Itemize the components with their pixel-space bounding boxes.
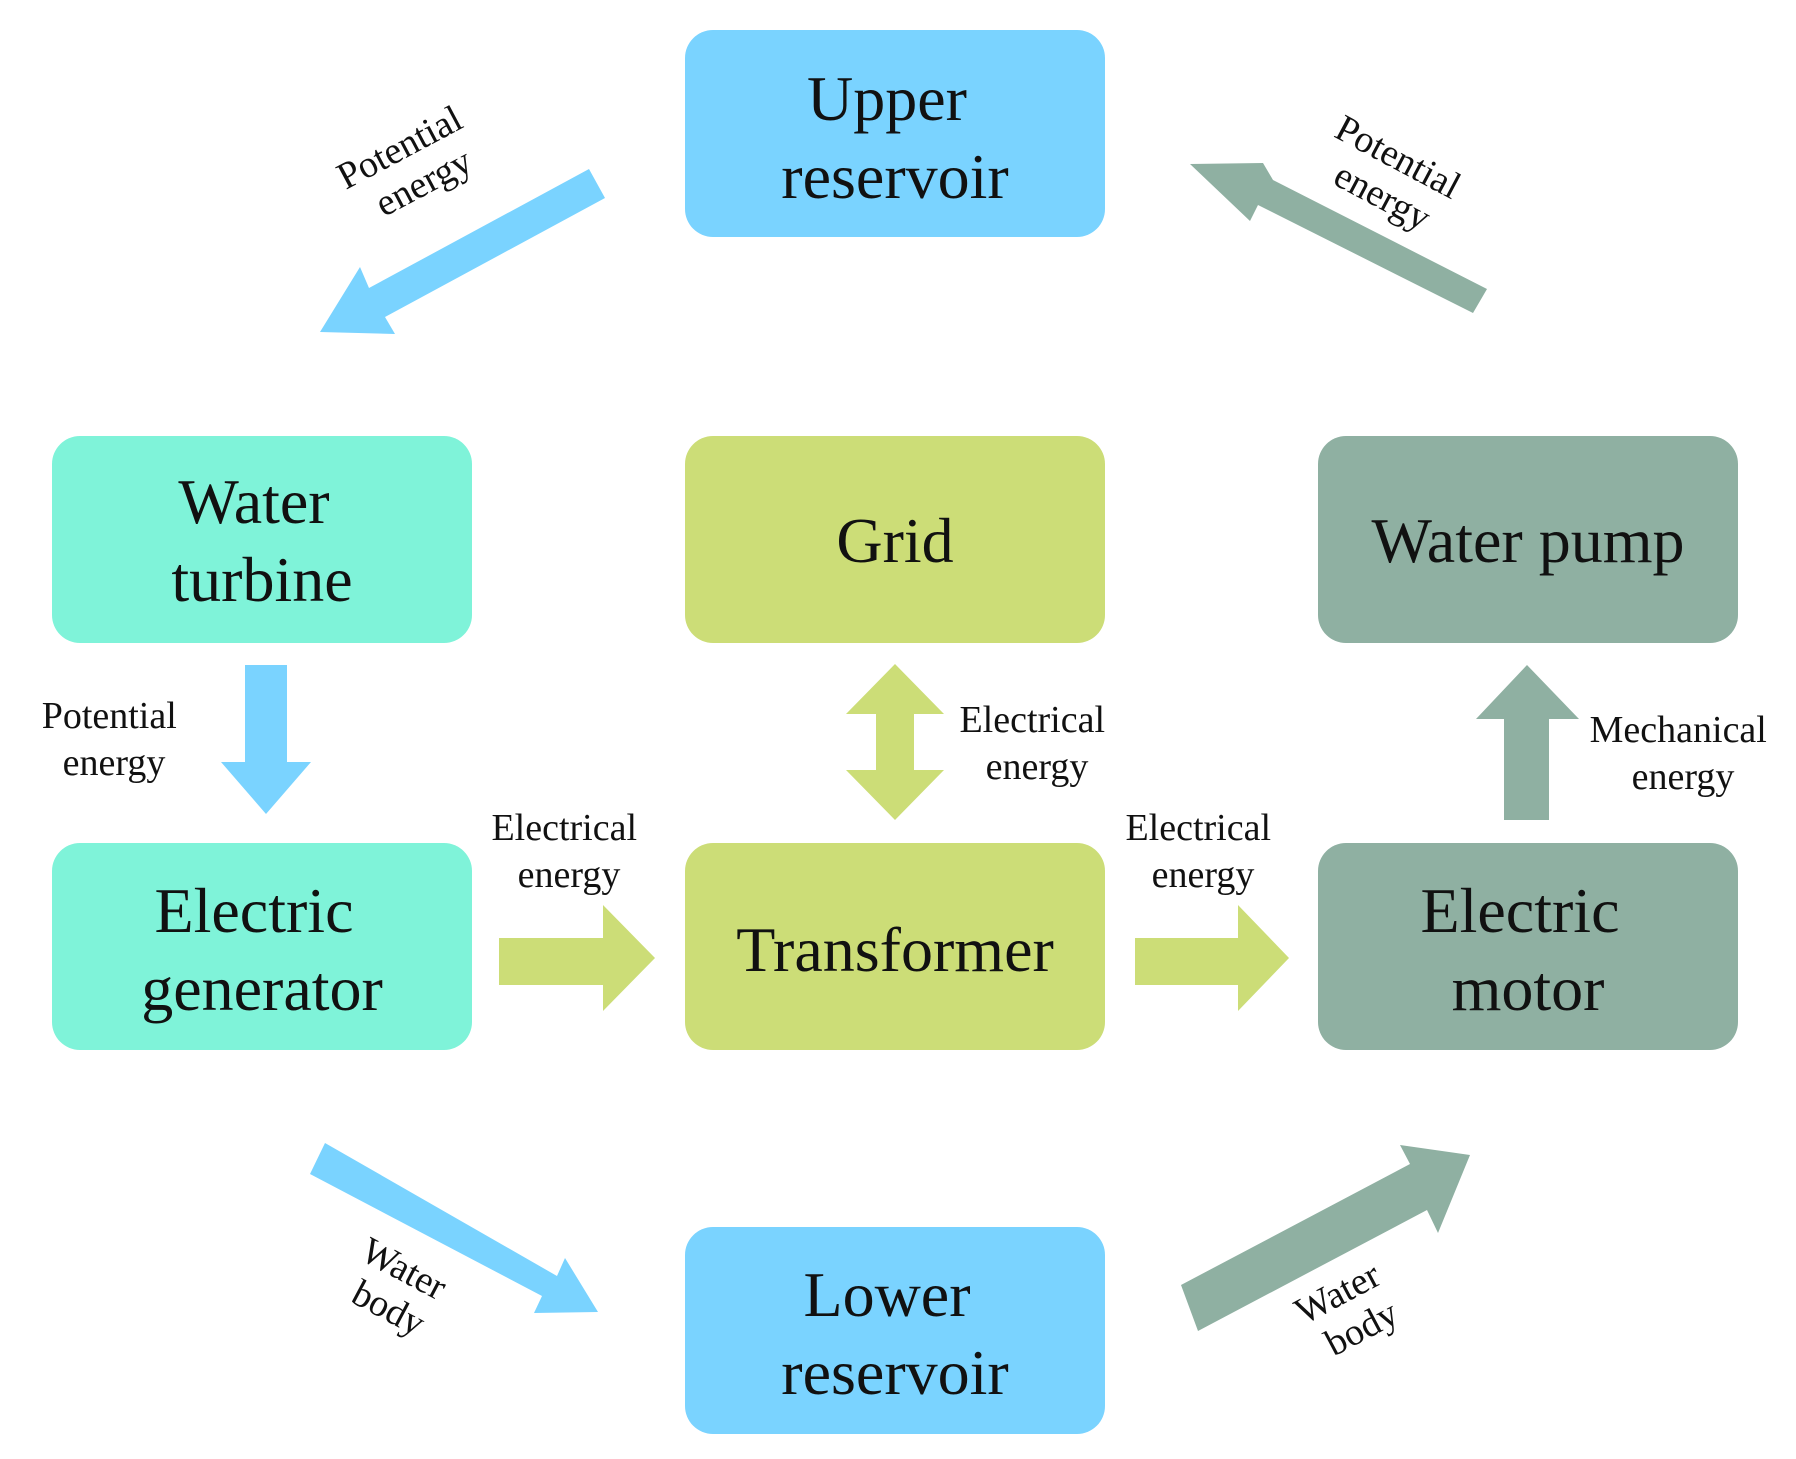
node-upper-reservoir-line-2: reservoir <box>781 141 1008 212</box>
arrow-upper-to-turbine <box>320 169 605 334</box>
label-transformer-to-motor-line-2: energy <box>1152 854 1255 896</box>
node-electric-motor: Electric motor <box>1318 843 1738 1050</box>
label-grid-transformer-line-1: Electrical <box>959 699 1105 741</box>
arrow-grid-transformer <box>846 664 944 820</box>
label-grid-transformer-line-2: energy <box>986 746 1089 788</box>
svg-text:Water body: Water body <box>335 1229 462 1350</box>
arrow-pump-to-upper <box>1190 163 1487 313</box>
label-generator-to-transformer-line-2: energy <box>518 854 621 896</box>
svg-text:Mechanical energy: Mechanical energy <box>1590 709 1777 798</box>
node-upper-reservoir-line-1: Upper <box>807 63 967 134</box>
label-generator-to-transformer-line-1: Electrical <box>491 807 637 849</box>
node-electric-generator-line-1: Electric <box>155 875 354 946</box>
node-water-pump: Water pump <box>1318 436 1738 643</box>
node-water-turbine-line-2: turbine <box>171 544 352 615</box>
label-motor-to-pump: Mechanical energy <box>1590 709 1777 798</box>
arrow-generator-to-transformer <box>499 905 655 1011</box>
arrow-lower-to-motor <box>1181 1145 1470 1331</box>
node-electric-generator-line-2: generator <box>141 953 383 1024</box>
node-electric-generator: Electric generator <box>52 843 472 1050</box>
svg-text:Potential energy: Potential energy <box>330 93 497 235</box>
node-water-pump-line-1: Water pump <box>1372 505 1685 576</box>
svg-text:Grid: Grid <box>836 505 953 576</box>
svg-text:Electrical energy: Electrical energy <box>959 699 1114 788</box>
svg-text:Upper reservoir: Upper reservoir <box>781 63 1008 212</box>
svg-text:Potential energy: Potential energy <box>42 695 187 784</box>
svg-text:Water turbine: Water turbine <box>171 466 352 615</box>
node-electric-motor-line-1: Electric <box>1421 875 1620 946</box>
label-generator-to-lower: Water body <box>335 1229 462 1350</box>
label-generator-to-transformer: Electrical energy <box>491 807 646 896</box>
node-upper-reservoir: Upper reservoir <box>685 30 1105 237</box>
node-lower-reservoir-line-2: reservoir <box>781 1337 1008 1408</box>
node-lower-reservoir-line-1: Lower <box>803 1259 970 1330</box>
node-transformer: Transformer <box>685 843 1105 1050</box>
node-water-turbine-line-1: Water <box>178 466 329 537</box>
node-lower-reservoir: Lower reservoir <box>685 1227 1105 1434</box>
label-motor-to-pump-line-1: Mechanical <box>1590 709 1767 751</box>
node-transformer-line-1: Transformer <box>736 914 1054 985</box>
svg-text:Electric generator: Electric generator <box>141 875 383 1024</box>
arrow-generator-to-lower <box>310 1143 598 1313</box>
node-water-turbine: Water turbine <box>52 436 472 643</box>
node-grid-line-1: Grid <box>836 505 953 576</box>
node-grid: Grid <box>685 436 1105 643</box>
label-turbine-to-generator-line-2: energy <box>63 742 166 784</box>
label-turbine-to-generator-line-1: Potential <box>42 695 177 737</box>
svg-text:Electrical energy: Electrical energy <box>1125 807 1280 896</box>
label-transformer-to-motor-line-1: Electrical <box>1125 807 1271 849</box>
label-upper-to-turbine: Potential energy <box>330 93 497 235</box>
svg-text:Lower reservoir: Lower reservoir <box>781 1259 1008 1408</box>
svg-text:Electrical energy: Electrical energy <box>491 807 646 896</box>
label-grid-transformer: Electrical energy <box>959 699 1114 788</box>
svg-text:Electric motor: Electric motor <box>1421 875 1636 1024</box>
svg-text:Transformer: Transformer <box>736 914 1054 985</box>
arrow-transformer-to-motor <box>1135 905 1289 1011</box>
label-motor-to-pump-line-2: energy <box>1632 756 1735 798</box>
arrow-motor-to-pump <box>1476 665 1579 820</box>
node-electric-motor-line-2: motor <box>1452 953 1605 1024</box>
label-turbine-to-generator: Potential energy <box>42 695 187 784</box>
svg-text:Water pump: Water pump <box>1372 505 1685 576</box>
arrow-turbine-to-generator <box>221 665 311 814</box>
label-transformer-to-motor: Electrical energy <box>1125 807 1280 896</box>
